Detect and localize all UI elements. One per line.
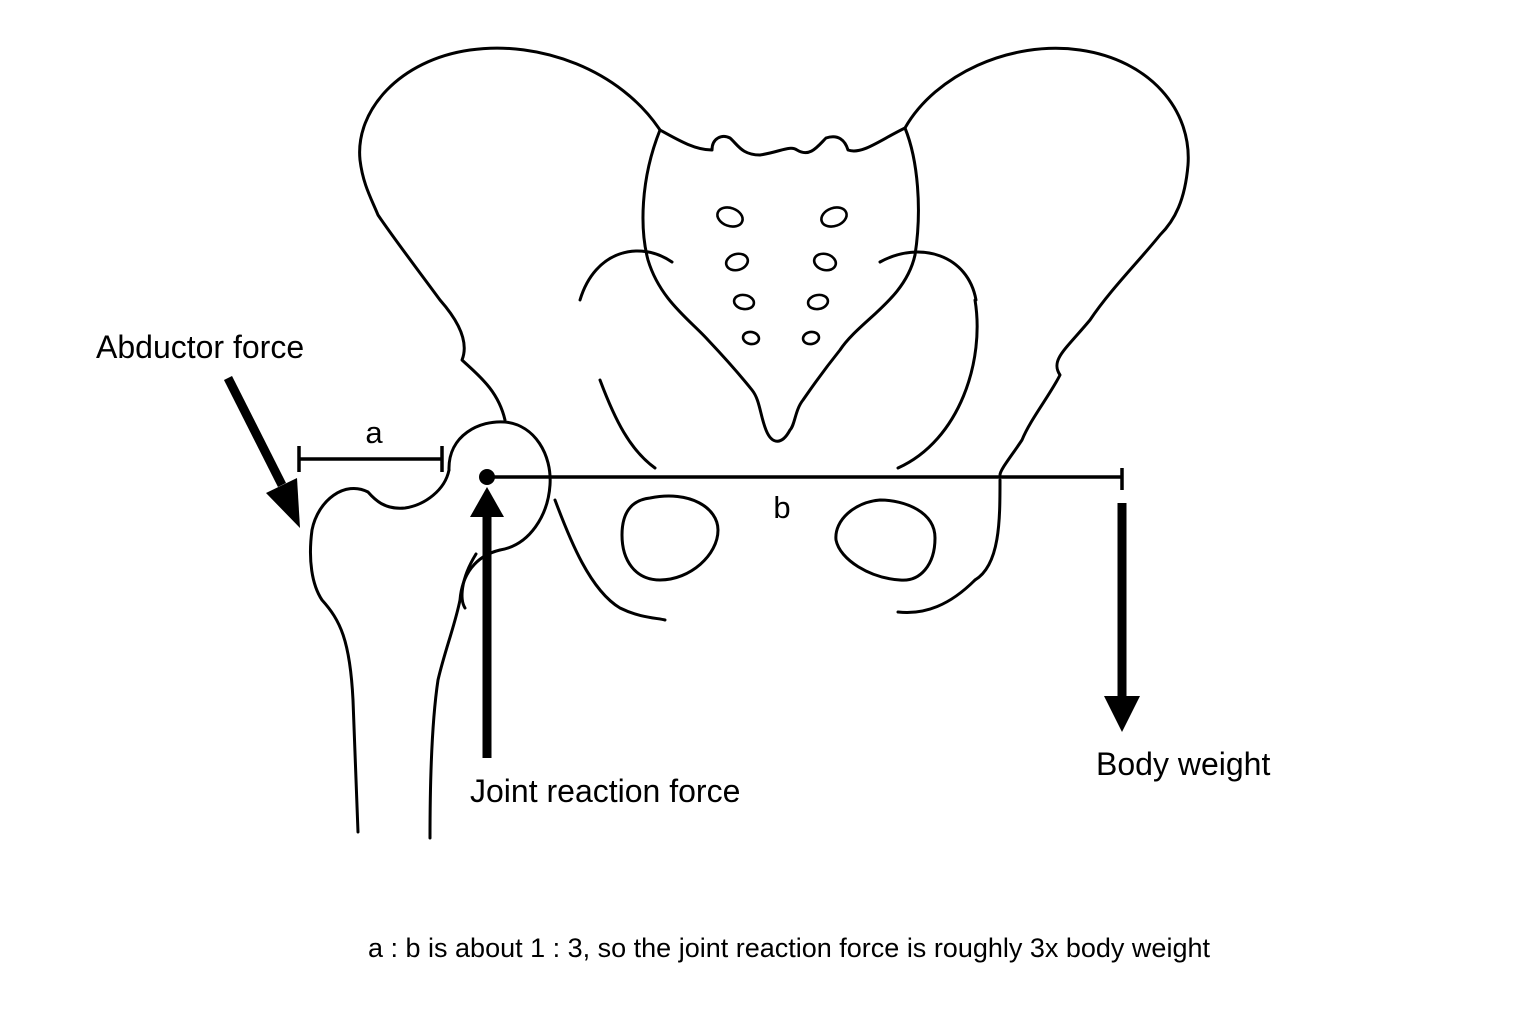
- right-hip-lower: [973, 478, 1002, 582]
- right-pubic-curve: [896, 298, 979, 470]
- left-obturator-outer: [553, 498, 667, 622]
- sacrum: [641, 126, 920, 443]
- sacral-foramen-4: [741, 330, 761, 346]
- left-pubic-curve: [598, 378, 657, 470]
- sacral-foramen-8: [801, 330, 821, 346]
- femoral-head: [447, 420, 552, 552]
- sacral-foramen-2: [724, 252, 750, 272]
- lever-arm-a: [297, 446, 444, 472]
- lesser-trochanter: [460, 552, 478, 610]
- sacral-foramen-6: [812, 252, 838, 272]
- lever-arm-b: [488, 468, 1124, 490]
- forces: [223, 375, 1140, 758]
- abductor-force-arrow: [223, 375, 300, 528]
- femur: [308, 420, 552, 840]
- right-obturator-outer: [896, 578, 977, 615]
- pelvis: [358, 46, 1190, 622]
- joint-reaction-force-arrow: [470, 487, 504, 758]
- sacral-foramen-1: [716, 206, 744, 228]
- hip-joint-center: [479, 469, 495, 485]
- caption: a : b is about 1 : 3, so the joint react…: [368, 933, 1210, 963]
- joint-reaction-force-label: Joint reaction force: [470, 773, 740, 809]
- lever-arm-a-label: a: [365, 415, 383, 450]
- right-obturator-foramen: [834, 498, 937, 582]
- sacral-foramen-3: [732, 293, 756, 311]
- left-obturator-foramen: [620, 494, 720, 582]
- left-ilium: [358, 46, 662, 422]
- left-ilium-inner: [578, 249, 674, 302]
- right-ilium-inner: [878, 250, 978, 302]
- sacral-foramen-7: [806, 293, 830, 311]
- sacral-foramen-5: [820, 206, 848, 228]
- femur-neck-upper: [308, 468, 451, 834]
- body-weight-arrow: [1104, 503, 1140, 732]
- lever-arm-b-label: b: [773, 490, 790, 525]
- body-weight-label: Body weight: [1096, 746, 1270, 782]
- right-ilium: [903, 46, 1190, 477]
- abductor-force-label: Abductor force: [96, 329, 304, 365]
